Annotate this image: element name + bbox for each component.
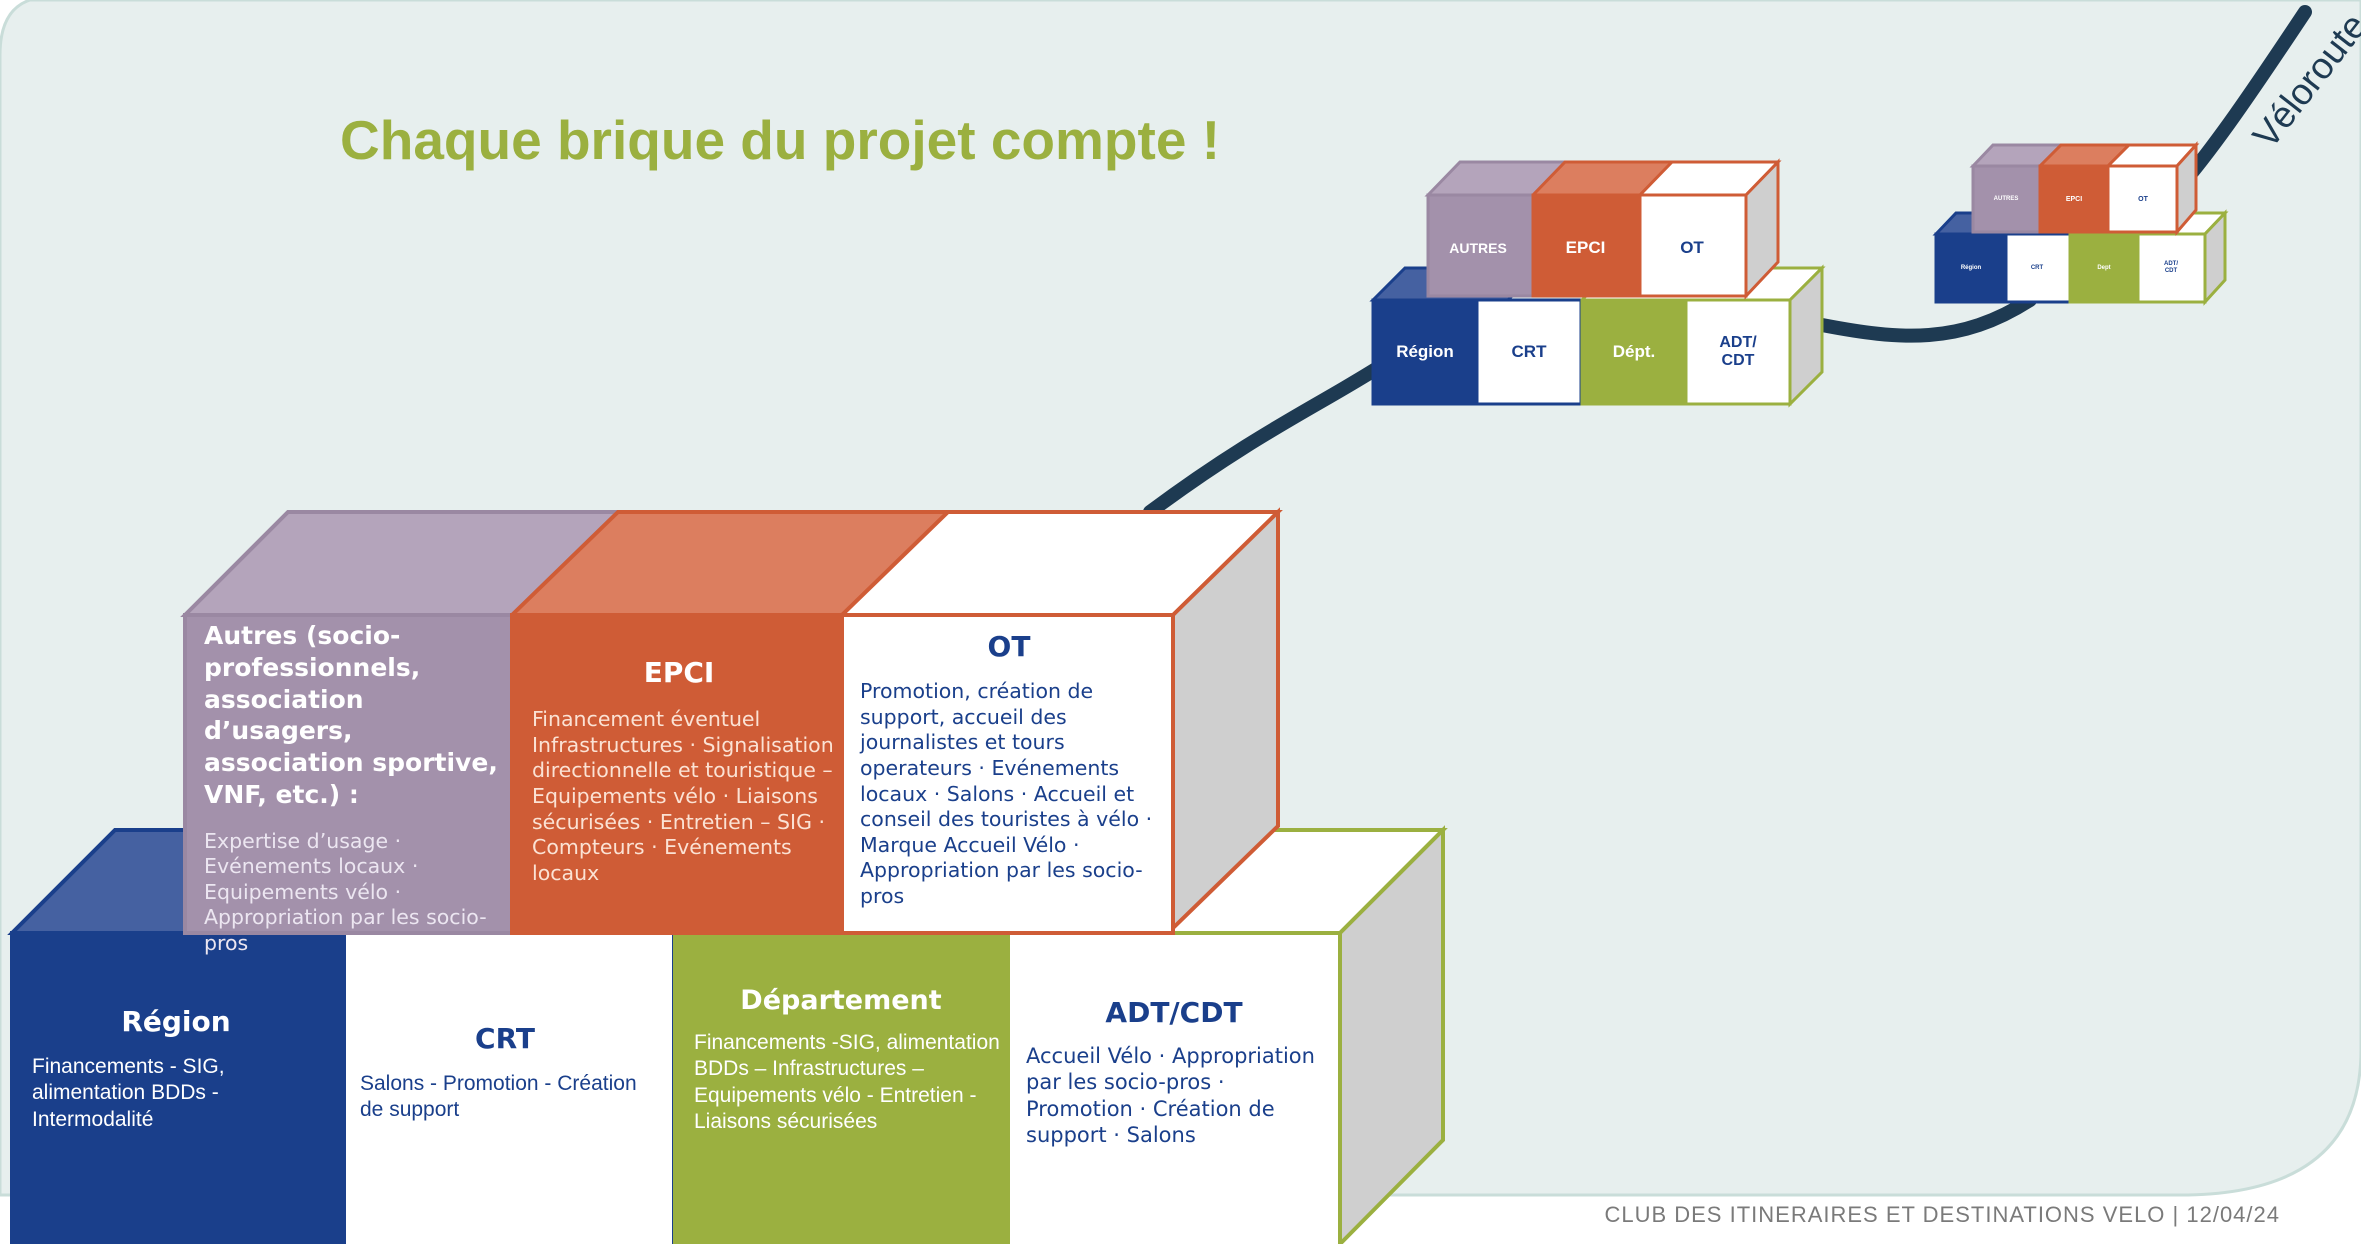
brick-adt-cdt-text: ADT/CDT Accueil Vélo · Appropriation par… <box>1010 996 1338 1148</box>
brick-departement-body: Financements -SIG, alimentation BDDs – I… <box>694 1031 1000 1133</box>
brick-region-body: Financements - SIG, alimentation BDDs - … <box>32 1055 225 1131</box>
brick-epci-body: Financement éventuel Infrastructures · S… <box>532 707 834 885</box>
small-label-ot: OT <box>2138 195 2148 203</box>
footer-caption: CLUB DES ITINERAIRES ET DESTINATIONS VEL… <box>1604 1202 2280 1227</box>
brick-adt-cdt-body: Accueil Vélo · Appropriation par les soc… <box>1026 1044 1315 1147</box>
brick-adt-cdt-title: ADT/CDT <box>1105 996 1243 1029</box>
medium-adt-front <box>1684 298 1792 406</box>
brick-autres-title: Autres (socio-professionnels, associatio… <box>204 621 498 809</box>
route-line-middle <box>1815 293 2037 343</box>
brick-adt-cdt-front <box>1006 931 1342 1244</box>
small-label-dept: Dept <box>2097 265 2111 271</box>
medium-label-ot: OT <box>1680 238 1704 257</box>
brick-region-title: Région <box>121 1005 231 1038</box>
brick-departement-text: Département Financements -SIG, alimentat… <box>676 985 1006 1135</box>
brick-crt-title: CRT <box>475 1022 535 1055</box>
small-label-crt: CRT <box>2030 265 2044 271</box>
brick-crt-body: Salons - Promotion - Création de support <box>360 1072 637 1122</box>
small-label-epci: EPCI <box>2065 195 2083 203</box>
page-title: Chaque brique du projet compte ! <box>340 109 1221 171</box>
medium-label-dept: Dépt. <box>1612 342 1656 361</box>
medium-label-autres: AUTRES <box>1449 240 1507 256</box>
small-adt-front <box>2136 232 2207 304</box>
small-ot-front <box>2106 164 2179 234</box>
brick-ot-title: OT <box>987 630 1031 663</box>
brick-autres-text: Autres (socio-professionnels, associatio… <box>188 620 510 957</box>
medium-label-epci: EPCI <box>1565 238 1606 257</box>
brick-epci-text: EPCI Financement éventuel Infrastructure… <box>514 656 844 886</box>
medium-label-region: Région <box>1396 342 1454 361</box>
brick-departement-title: Département <box>740 985 942 1016</box>
brick-autres-body: Expertise d’usage · Evénements locaux · … <box>204 828 487 956</box>
small-label-adt-cdt: ADT/ CDT <box>2164 261 2178 274</box>
brick-crt-text: CRT Salons - Promotion - Création de sup… <box>344 1022 666 1124</box>
medium-label-crt: CRT <box>1511 342 1547 361</box>
medium-label-adt-cdt: ADT/ CDT <box>1719 333 1757 369</box>
medium-ot-front <box>1638 193 1748 298</box>
brick-region-text: Région Financements - SIG, alimentation … <box>16 1005 336 1133</box>
small-label-autres: AUTRES <box>1993 196 2019 202</box>
brick-epci-title: EPCI <box>643 656 715 689</box>
brick-ot-text: OT Promotion, création de support, accue… <box>846 630 1172 910</box>
brick-ot-front <box>840 613 1175 935</box>
brick-ot-body: Promotion, création de support, accueil … <box>860 679 1153 908</box>
small-label-region: Région <box>1960 265 1982 271</box>
